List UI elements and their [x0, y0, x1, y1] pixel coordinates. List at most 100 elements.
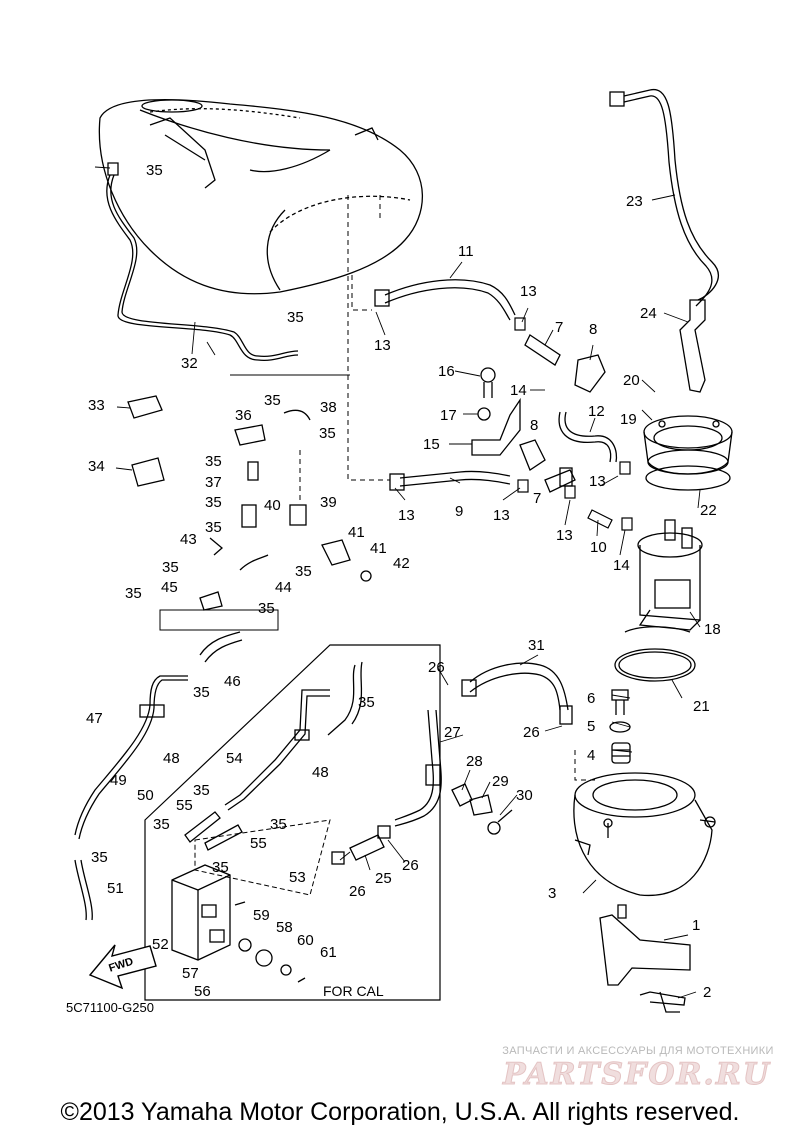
- clips-13: [514, 317, 633, 531]
- callout-61: 61: [320, 944, 337, 961]
- callout-35a: 35: [146, 162, 163, 179]
- bracket-1: [599, 904, 691, 1013]
- callout-28: 28: [466, 753, 483, 770]
- callout-35g: 35: [205, 519, 222, 536]
- hose-11: [374, 279, 516, 321]
- fwd-arrow-icon: FWD: [88, 944, 157, 990]
- callout-48b: 48: [312, 764, 329, 781]
- reference-lines: [299, 195, 595, 781]
- callout-48a: 48: [163, 750, 180, 767]
- callout-49: 49: [110, 772, 127, 789]
- callout-22: 22: [700, 502, 717, 519]
- callout-35p: 35: [153, 816, 170, 833]
- callout-59: 59: [253, 907, 270, 924]
- callout-13c: 13: [493, 507, 510, 524]
- callout-33: 33: [88, 397, 105, 414]
- wire-23: [609, 88, 719, 393]
- callout-12: 12: [588, 403, 605, 420]
- hose-31: [461, 662, 573, 725]
- fuel-tank: [98, 98, 423, 295]
- hose-47: [74, 675, 188, 921]
- callout-19: 19: [620, 411, 637, 428]
- callout-35e: 35: [205, 453, 222, 470]
- callout-31: 31: [528, 637, 545, 654]
- callout-43: 43: [180, 531, 197, 548]
- tank-bottom-3: [573, 772, 716, 896]
- callout-13a: 13: [374, 337, 391, 354]
- callout-54: 54: [226, 750, 243, 767]
- hose-54: [184, 661, 363, 851]
- callout-35h: 35: [162, 559, 179, 576]
- callout-3: 3: [548, 885, 556, 902]
- callout-6: 6: [587, 690, 595, 707]
- callout-7b: 7: [533, 490, 541, 507]
- callout-26a: 26: [428, 659, 445, 676]
- callout-26c: 26: [402, 857, 419, 874]
- callout-35f: 35: [205, 494, 222, 511]
- canister-52: [171, 864, 306, 983]
- callout-4: 4: [587, 747, 595, 764]
- callout-32: 32: [181, 355, 198, 372]
- hose-12: [558, 411, 618, 463]
- callout-23: 23: [626, 193, 643, 210]
- callout-42: 42: [393, 555, 410, 572]
- o-ring-21: [614, 626, 696, 682]
- callout-35n: 35: [193, 782, 210, 799]
- callout-7a: 7: [555, 319, 563, 336]
- callout-2: 2: [703, 984, 711, 1001]
- flange-19: [643, 415, 733, 491]
- callout-35m: 35: [358, 694, 375, 711]
- callout-41b: 41: [370, 540, 387, 557]
- callout-35l: 35: [193, 684, 210, 701]
- parts-25-30: [331, 783, 513, 865]
- callout-57: 57: [182, 965, 199, 982]
- callout-39: 39: [320, 494, 337, 511]
- callout-35b: 35: [287, 309, 304, 326]
- callout-52: 52: [152, 936, 169, 953]
- hose-9: [389, 470, 511, 491]
- callout-13f: 13: [589, 473, 606, 490]
- callout-55b: 55: [250, 835, 267, 852]
- callout-13d: 13: [520, 283, 537, 300]
- callout-29: 29: [492, 773, 509, 790]
- group-frames: [144, 374, 441, 1001]
- fuel-pump-18: [637, 519, 703, 631]
- callout-37: 37: [205, 474, 222, 491]
- callout-41a: 41: [348, 524, 365, 541]
- callout-14a: 14: [510, 382, 527, 399]
- callout-8b: 8: [530, 417, 538, 434]
- callout-55a: 55: [176, 797, 193, 814]
- hose-27: [394, 709, 442, 827]
- diagram-code: 5C71100-G250: [66, 1000, 154, 1015]
- callout-1: 1: [692, 917, 700, 934]
- callout-11: 11: [458, 243, 474, 260]
- callout-21: 21: [693, 698, 710, 715]
- callout-25: 25: [375, 870, 392, 887]
- callout-50: 50: [137, 787, 154, 804]
- callout-44: 44: [275, 579, 292, 596]
- callout-46: 46: [224, 673, 241, 690]
- callout-13e: 13: [556, 527, 573, 544]
- brackets: [471, 354, 606, 471]
- vent-hose-32: [106, 162, 299, 362]
- leader-lines: [94, 166, 701, 999]
- callout-38: 38: [320, 399, 337, 416]
- callout-18: 18: [704, 621, 721, 638]
- callout-8a: 8: [589, 321, 597, 338]
- callout-26d: 26: [349, 883, 366, 900]
- callout-35d: 35: [319, 425, 336, 442]
- callout-9: 9: [455, 503, 463, 520]
- callout-34: 34: [88, 458, 105, 475]
- callout-labels: 1 2 3 4 5 6 7 7 8 8 9 10 11 12 13 13 13 …: [86, 162, 721, 1001]
- callout-45: 45: [161, 579, 178, 596]
- watermark-tagline: ЗАПЧАСТИ И АКСЕССУАРЫ ДЛЯ МОТОТЕХНИКИ: [502, 1045, 774, 1057]
- callout-20: 20: [623, 372, 640, 389]
- callout-14b: 14: [613, 557, 630, 574]
- callout-35j: 35: [125, 585, 142, 602]
- watermark-logo: PARTSFOR.RU: [503, 1057, 771, 1093]
- callout-35o: 35: [270, 816, 287, 833]
- callout-26b: 26: [523, 724, 540, 741]
- inset-label: FOR CAL: [323, 983, 384, 999]
- callout-47: 47: [86, 710, 103, 727]
- callout-35i: 35: [295, 563, 312, 580]
